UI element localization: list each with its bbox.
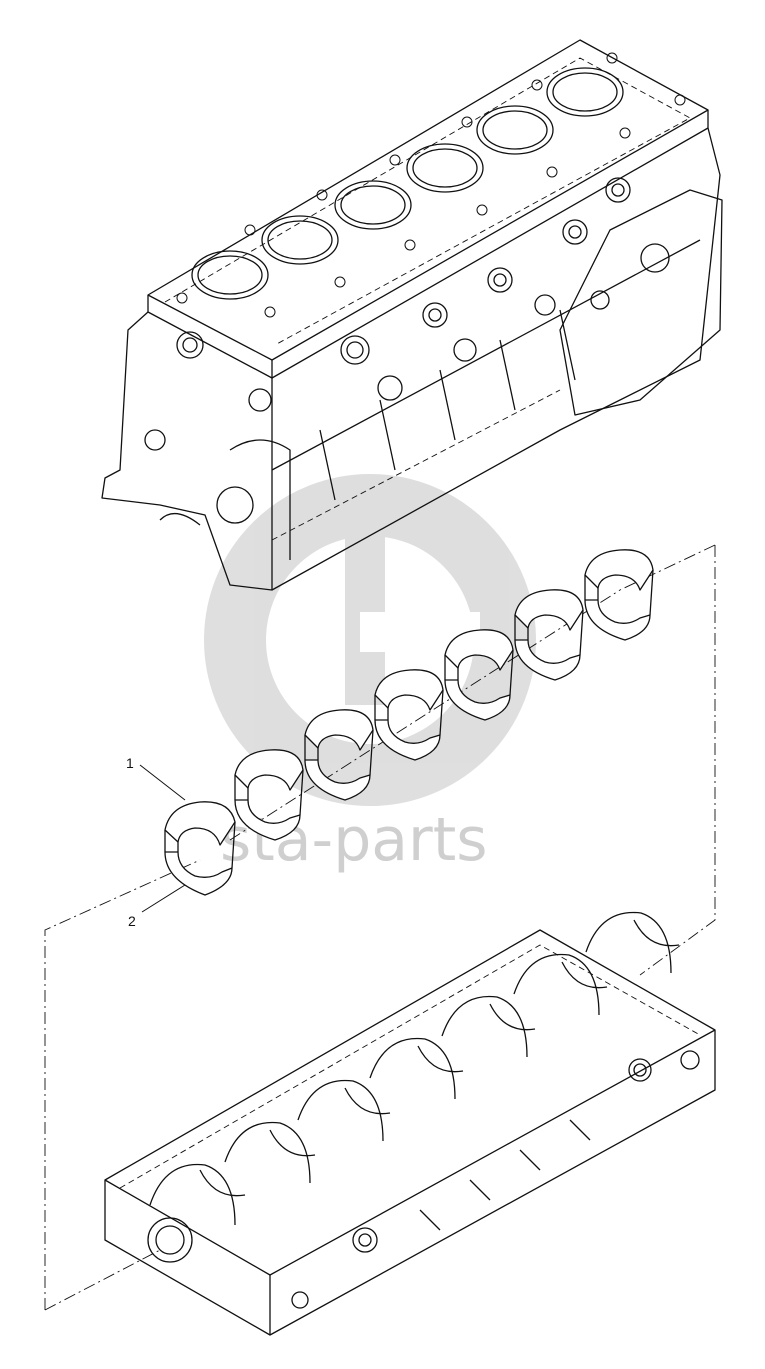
- bearing-shell-1: [164, 801, 236, 896]
- watermark-text: sta-parts: [220, 805, 488, 875]
- engine-block-upper: [101, 39, 723, 591]
- bearing-shell-6: [514, 589, 584, 681]
- callout-1: 1: [126, 755, 186, 801]
- bearing-shell-7: [584, 549, 654, 641]
- bearing-shells: [164, 549, 654, 896]
- callout-1-label: 1: [126, 755, 134, 771]
- bearing-shell-4: [374, 669, 444, 761]
- callout-2-label: 2: [128, 913, 136, 929]
- bearing-shell-3: [304, 709, 374, 801]
- bearing-shell-5: [444, 629, 514, 721]
- alignment-lines: [44, 544, 716, 1311]
- callout-2: 2: [128, 884, 186, 929]
- bedplate-lower: [104, 911, 716, 1336]
- bearing-shell-2: [234, 749, 304, 841]
